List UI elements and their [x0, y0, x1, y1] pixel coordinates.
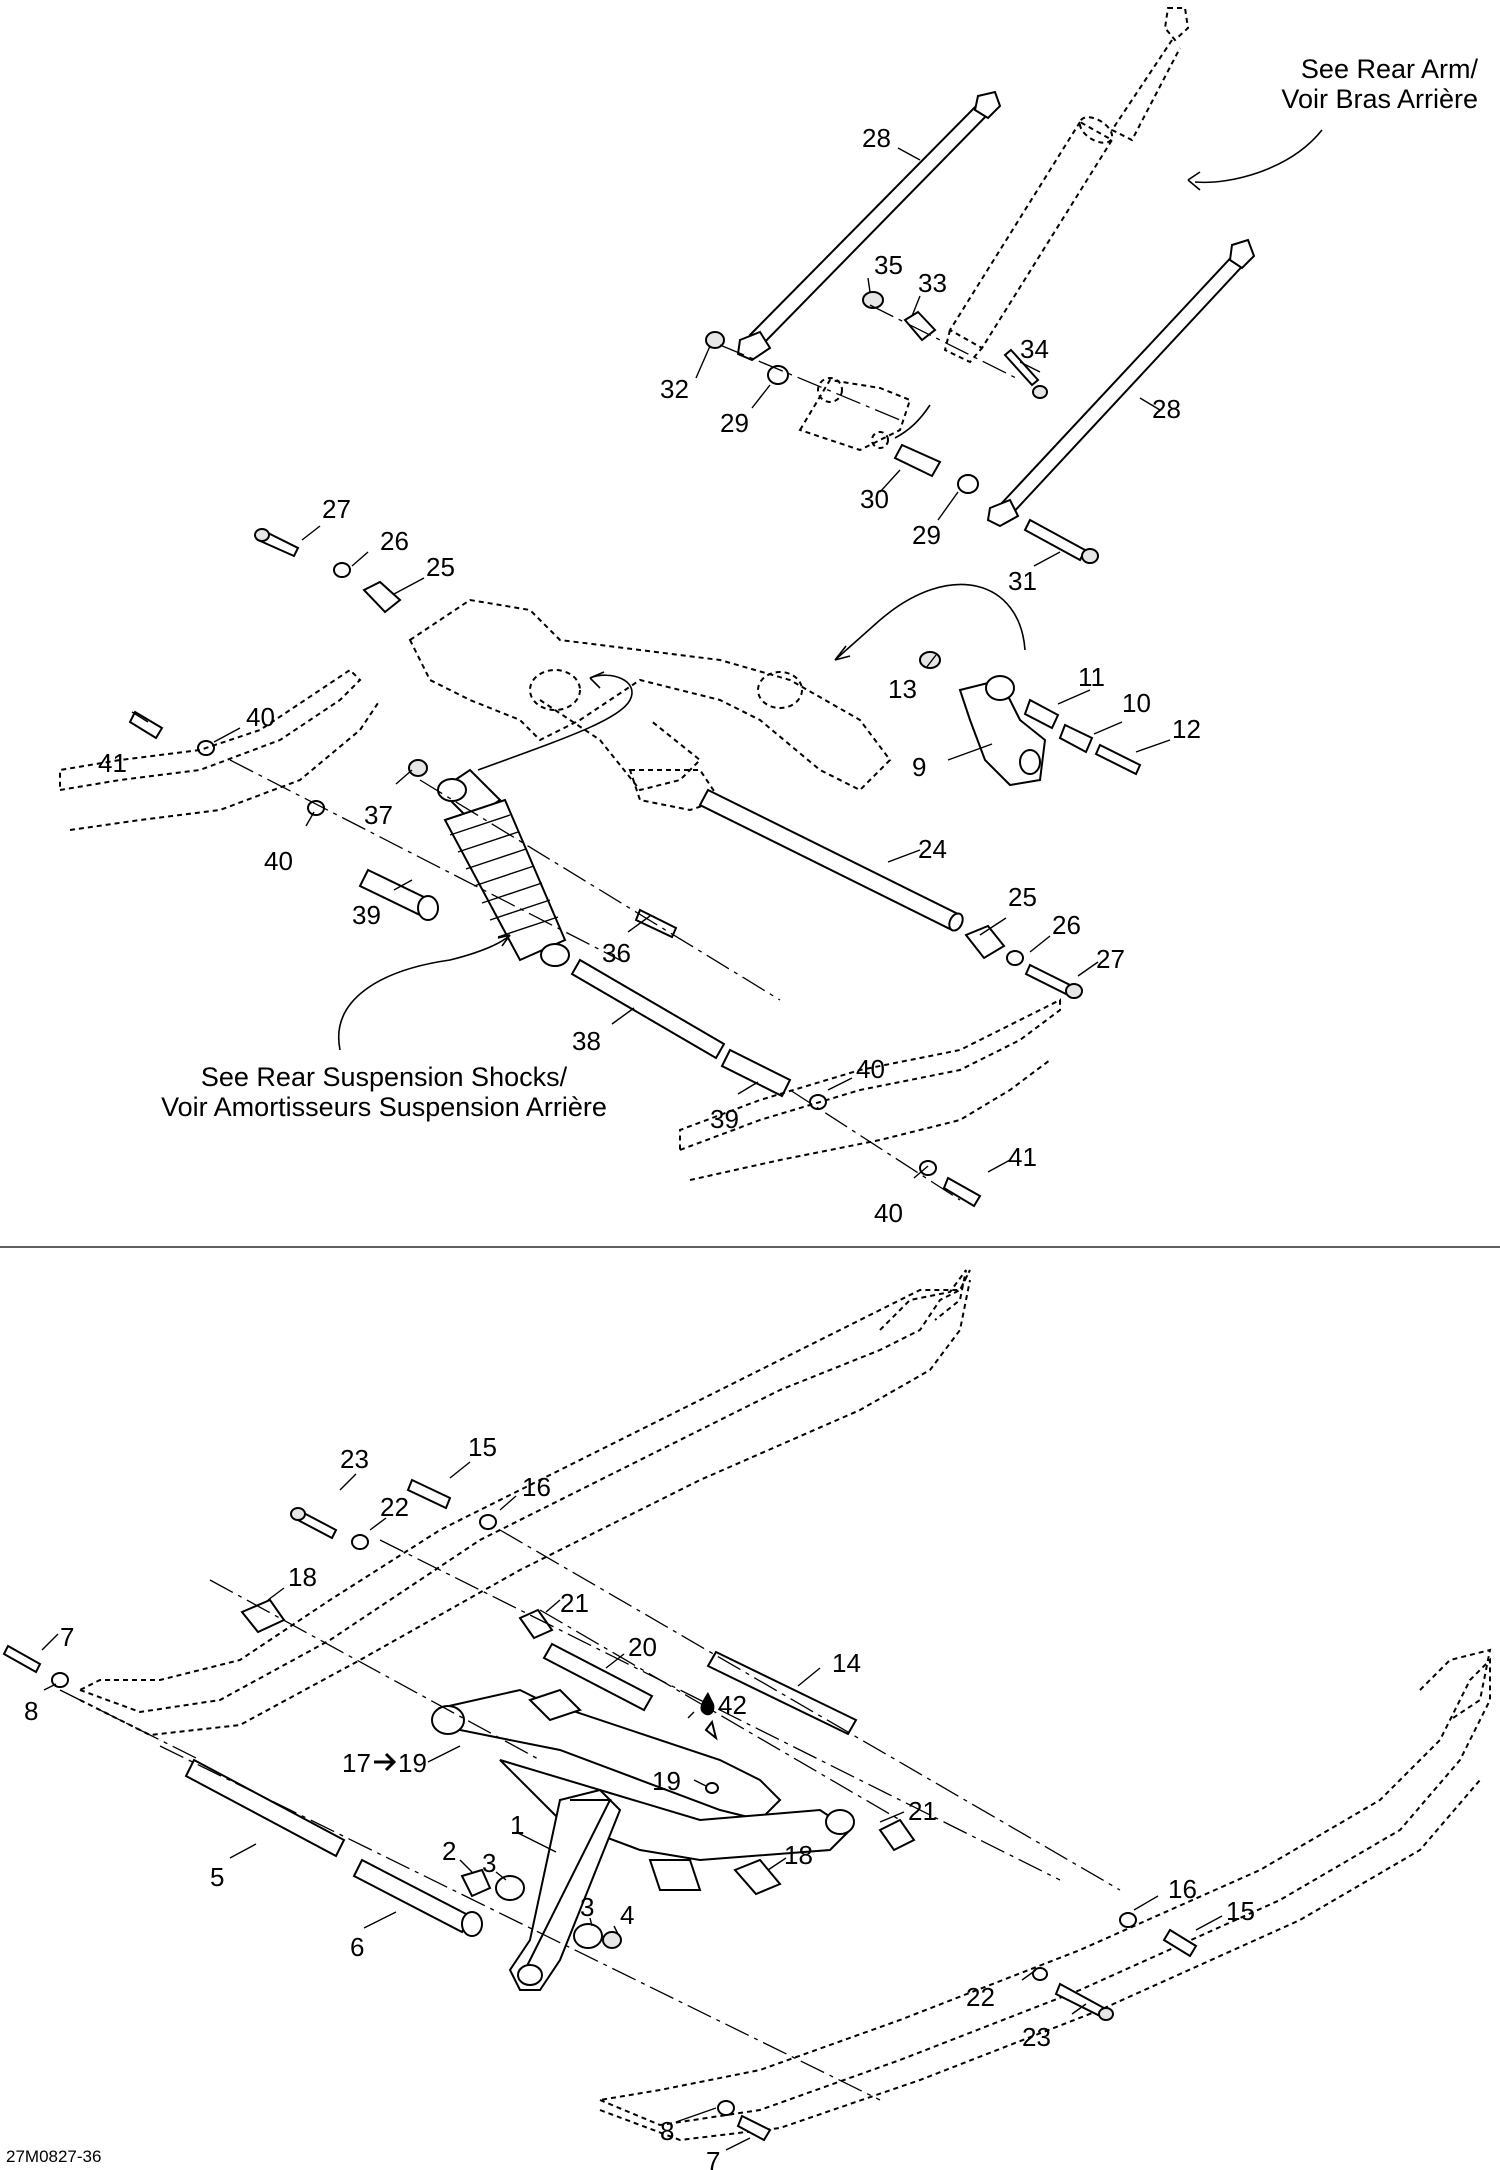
label-33: 33	[918, 268, 947, 298]
small-parts-bracket	[919, 651, 1142, 776]
bracket-9	[958, 675, 1047, 787]
label-40-a: 40	[246, 702, 275, 732]
label-18-upper: 18	[288, 1562, 317, 1592]
label-42: 42	[718, 1690, 747, 1720]
stopper-arm-1	[508, 1788, 622, 1991]
label-17: 17	[342, 1748, 371, 1778]
label-16-upper: 16	[522, 1472, 551, 1502]
label-41-a: 41	[98, 748, 127, 778]
label-24: 24	[918, 834, 947, 864]
drawing-code: 27M0827-36	[6, 2147, 101, 2166]
label-6: 6	[350, 1932, 364, 1962]
label-8-upper: 8	[24, 1696, 38, 1726]
label-35: 35	[874, 250, 903, 280]
label-19: 19	[652, 1766, 681, 1796]
label-2: 2	[442, 1836, 456, 1866]
label-10: 10	[1122, 688, 1151, 718]
label-31: 31	[1008, 566, 1037, 596]
label-30: 30	[860, 484, 889, 514]
axle-24	[698, 788, 964, 932]
label-7-upper: 7	[60, 1622, 74, 1652]
label-22-upper: 22	[380, 1492, 409, 1522]
label-7-lower: 7	[706, 2146, 720, 2170]
label-19-target: 19	[398, 1748, 427, 1778]
small-parts-top	[705, 291, 1099, 564]
label-22-lower: 22	[966, 1982, 995, 2012]
label-11: 11	[1078, 662, 1105, 692]
label-14: 14	[832, 1648, 861, 1678]
see-rear-arm-line2: Voir Bras Arrière	[1281, 84, 1478, 114]
label-41-b: 41	[1008, 1142, 1037, 1172]
label-15-upper: 15	[468, 1432, 497, 1462]
link-rod-28-lower	[986, 238, 1256, 528]
part-labels-bottom: 23 15 16 22 18 21 20 14 7 8 42 17 19 19 …	[24, 1432, 1255, 2170]
see-shocks-line1: See Rear Suspension Shocks/	[201, 1062, 568, 1092]
label-34: 34	[1020, 334, 1049, 364]
label-15-lower: 15	[1226, 1896, 1255, 1926]
label-26-upper: 26	[380, 526, 409, 556]
label-39-a: 39	[352, 900, 381, 930]
bolts-27-26-25-upper	[254, 528, 402, 614]
see-rear-arm-line1: See Rear Arm/	[1301, 54, 1479, 84]
arrow-see-rear-arm	[1194, 129, 1323, 184]
label-25-lower: 25	[1008, 882, 1037, 912]
label-40-d: 40	[874, 1198, 903, 1228]
label-12: 12	[1172, 714, 1201, 744]
label-3-b: 3	[580, 1892, 594, 1922]
bolts-25-26-27-lower	[964, 924, 1083, 999]
label-25-upper: 25	[426, 552, 455, 582]
label-8-lower: 8	[660, 2116, 674, 2146]
left-slide-rail	[77, 1269, 971, 1737]
link-rod-28-upper	[736, 90, 1002, 362]
rear-suspension-shock-absorber	[437, 768, 570, 967]
label-21-upper: 21	[560, 1588, 589, 1618]
label-27-upper: 27	[322, 494, 351, 524]
arrow-right-icon	[374, 1752, 397, 1772]
label-26-lower: 26	[1052, 910, 1081, 940]
label-13: 13	[888, 674, 917, 704]
label-37: 37	[364, 800, 393, 830]
label-40-c: 40	[856, 1054, 885, 1084]
label-9: 9	[912, 752, 926, 782]
front-arm-frame	[431, 1688, 855, 1891]
label-36: 36	[602, 938, 631, 968]
label-40-b: 40	[264, 846, 293, 876]
label-5: 5	[210, 1862, 224, 1892]
rear-arm-frame	[408, 598, 892, 812]
label-18-lower: 18	[784, 1840, 813, 1870]
label-29b: 29	[912, 520, 941, 550]
label-16-lower: 16	[1168, 1874, 1197, 1904]
label-28-upper: 28	[862, 123, 891, 153]
label-17-to-19: 17 19	[342, 1748, 427, 1778]
label-1: 1	[510, 1810, 524, 1840]
label-4: 4	[620, 1900, 634, 1930]
label-29a: 29	[720, 408, 749, 438]
label-23-lower: 23	[1022, 2022, 1051, 2052]
rear-arm-shock-cylinder	[943, 7, 1190, 364]
leader-lines-bottom	[41, 1461, 1223, 2151]
part-labels-top: 28 28 35 33 34 32 29 30 29 31 27 26 25 1…	[98, 123, 1201, 1228]
small-parts-bottom	[2, 1478, 1198, 2142]
leader-lines-top	[131, 147, 1171, 1179]
label-28-lower: 28	[1152, 394, 1181, 424]
shock-mount-parts	[128, 710, 982, 1208]
label-3-a: 3	[482, 1848, 496, 1878]
right-slide-rail	[596, 1648, 1492, 2142]
label-27-lower: 27	[1096, 944, 1125, 974]
label-21-lower: 21	[908, 1796, 937, 1826]
label-20: 20	[628, 1632, 657, 1662]
upper-bracket	[798, 377, 912, 452]
label-32: 32	[660, 374, 689, 404]
rail-segment-left-top	[59, 668, 381, 831]
label-38: 38	[572, 1026, 601, 1056]
see-shocks-line2: Voir Amortisseurs Suspension Arrière	[161, 1092, 607, 1122]
label-39-b: 39	[710, 1104, 739, 1134]
label-42-grease: 42	[700, 1690, 747, 1720]
label-23-upper: 23	[340, 1444, 369, 1474]
rail-segment-right-top	[679, 998, 1061, 1181]
